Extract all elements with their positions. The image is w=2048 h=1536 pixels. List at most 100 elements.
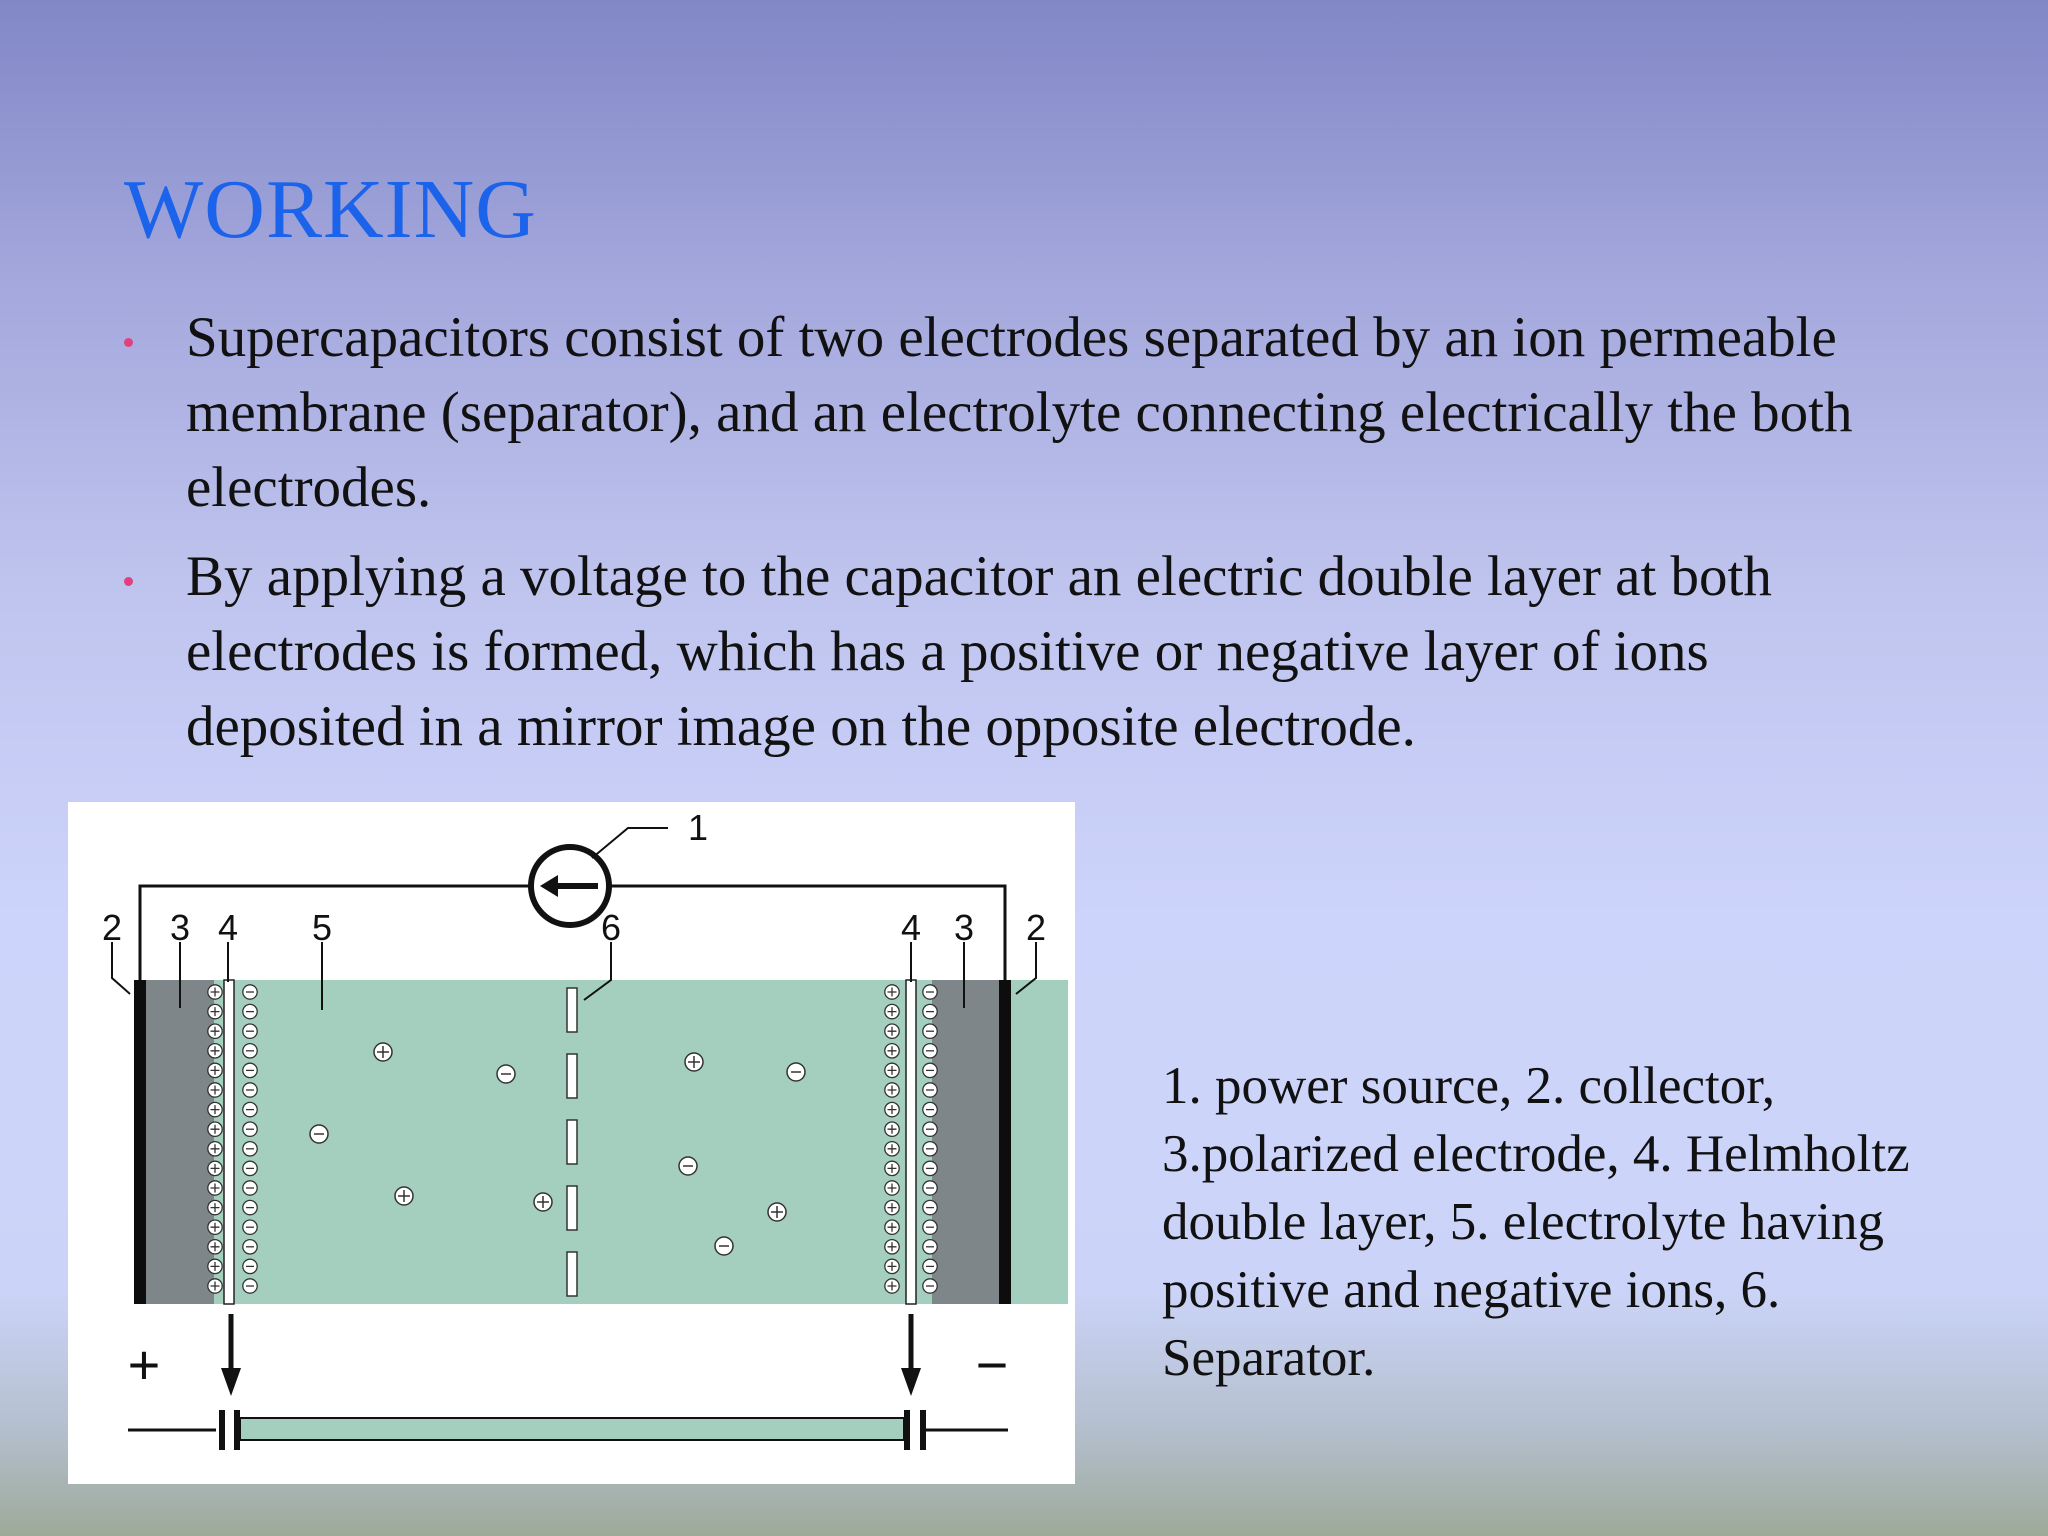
negative-ion-icon <box>678 1156 698 1176</box>
bullet-list: Supercapacitors consist of two electrode… <box>110 300 1910 778</box>
positive-ion-icon <box>207 1042 223 1059</box>
positive-ion-icon <box>207 1160 223 1177</box>
callout-5: 5 <box>312 907 332 948</box>
bullet-text: Supercapacitors consist of two electrode… <box>186 306 1853 519</box>
positive-ion-icon <box>207 1082 223 1098</box>
negative-ion-icon <box>242 1023 258 1040</box>
negative-ion-icon <box>922 1199 938 1216</box>
negative-ion-icon <box>496 1064 516 1084</box>
left-positive-ion-layer <box>207 984 223 1294</box>
positive-ion-icon <box>207 1101 223 1118</box>
negative-terminal-label: − <box>976 1333 1009 1396</box>
power-source-icon <box>528 844 612 928</box>
negative-ion-icon <box>922 1238 938 1255</box>
arrow-down-icon <box>221 1314 241 1396</box>
equivalent-circuit <box>128 1410 1008 1450</box>
negative-ion-icon <box>922 1042 938 1059</box>
callout-1: 1 <box>688 807 708 848</box>
negative-ion-icon <box>242 1219 258 1236</box>
bullet-text: By applying a voltage to the capacitor a… <box>186 545 1772 758</box>
negative-ion-icon <box>242 1042 258 1059</box>
positive-ion-icon <box>884 1062 900 1079</box>
callout-2-right: 2 <box>1026 907 1046 948</box>
negative-ion-icon <box>922 1101 938 1118</box>
negative-ion-icon <box>786 1062 806 1082</box>
positive-ion-icon <box>207 1278 223 1294</box>
arrow-down-icon <box>901 1314 921 1396</box>
separator-segment <box>566 1119 578 1165</box>
positive-ion-icon <box>884 1199 900 1216</box>
negative-ion-icon <box>242 1101 258 1118</box>
positive-ion-icon <box>684 1052 704 1072</box>
negative-ion-icon <box>242 1278 258 1294</box>
positive-terminal-label: + <box>128 1333 161 1396</box>
right-negative-ion-layer <box>922 984 938 1294</box>
positive-ion-icon <box>207 1023 223 1040</box>
bullet-dot-icon <box>124 577 133 586</box>
right-helmholtz-strip <box>905 979 917 1305</box>
positive-ion-icon <box>884 1278 900 1294</box>
bullet-dot-icon <box>124 338 133 347</box>
negative-ion-icon <box>922 1023 938 1040</box>
positive-ion-icon <box>373 1042 393 1062</box>
negative-ion-icon <box>922 1160 938 1177</box>
positive-ion-icon <box>207 1140 223 1157</box>
callout-3-right: 3 <box>954 907 974 948</box>
supercapacitor-diagram: 1 2 3 4 5 6 4 3 2 + <box>68 802 1075 1484</box>
supercapacitor-diagram-svg: 1 2 3 4 5 6 4 3 2 + <box>102 807 1068 1450</box>
free-ions <box>309 1042 806 1256</box>
bullet-item: By applying a voltage to the capacitor a… <box>110 539 1910 764</box>
negative-ion-icon <box>922 1062 938 1079</box>
left-negative-ion-layer <box>242 984 258 1294</box>
slide-title: WORKING <box>124 163 537 256</box>
callout-leaders <box>111 942 1037 1010</box>
positive-ion-icon <box>207 1219 223 1236</box>
negative-ion-icon <box>922 1258 938 1275</box>
positive-ion-icon <box>207 984 223 1000</box>
negative-ion-icon <box>242 1199 258 1216</box>
negative-ion-icon <box>922 1219 938 1236</box>
separator-segment <box>566 987 578 1033</box>
negative-ion-icon <box>714 1236 734 1256</box>
negative-ion-icon <box>309 1124 329 1144</box>
positive-ion-icon <box>884 1042 900 1059</box>
negative-ion-icon <box>242 984 258 1000</box>
negative-ion-icon <box>922 1140 938 1157</box>
negative-ion-icon <box>242 1121 258 1138</box>
separator <box>566 987 578 1297</box>
left-polarized-electrode <box>138 980 214 1304</box>
positive-ion-icon <box>884 1258 900 1275</box>
negative-ion-icon <box>922 1121 938 1138</box>
callout-6: 6 <box>601 907 621 948</box>
positive-ion-icon <box>884 1180 900 1196</box>
positive-ion-icon <box>207 1180 223 1196</box>
positive-ion-icon <box>884 1219 900 1236</box>
right-positive-ion-layer <box>884 984 900 1294</box>
right-collector <box>999 980 1011 1304</box>
positive-ion-icon <box>884 1121 900 1138</box>
separator-segment <box>566 1251 578 1297</box>
left-helmholtz-strip <box>223 979 235 1305</box>
positive-ion-icon <box>207 1121 223 1138</box>
positive-ion-icon <box>533 1192 553 1212</box>
positive-ion-icon <box>884 1140 900 1157</box>
negative-ion-icon <box>922 1082 938 1098</box>
positive-ion-icon <box>207 1258 223 1275</box>
positive-ion-icon <box>884 1082 900 1098</box>
negative-ion-icon <box>242 1140 258 1157</box>
negative-ion-icon <box>242 1258 258 1275</box>
left-collector <box>134 980 146 1304</box>
callout-4-right: 4 <box>901 907 921 948</box>
negative-ion-icon <box>242 1082 258 1098</box>
negative-ion-icon <box>242 1062 258 1079</box>
negative-ion-icon <box>242 1160 258 1177</box>
negative-ion-icon <box>922 984 938 1000</box>
positive-ion-icon <box>207 1199 223 1216</box>
positive-ion-icon <box>207 1003 223 1020</box>
positive-ion-icon <box>884 1238 900 1255</box>
positive-ion-icon <box>884 1003 900 1020</box>
positive-ion-icon <box>884 1101 900 1118</box>
callout-2-left: 2 <box>102 907 122 948</box>
positive-ion-icon <box>207 1062 223 1079</box>
positive-ion-icon <box>884 1160 900 1177</box>
